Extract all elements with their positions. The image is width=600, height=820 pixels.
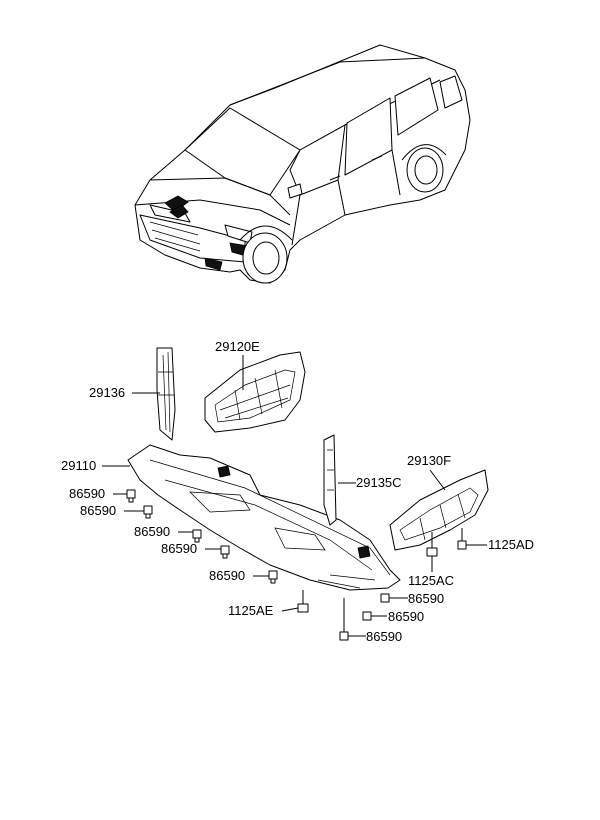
fastener-86590-c[interactable] [192, 529, 202, 543]
label-86590-b: 86590 [80, 503, 116, 518]
part-labels: 29120E 29136 29110 86590 86590 86590 865… [61, 339, 534, 644]
fastener-86590-e[interactable] [268, 570, 278, 584]
label-86590-e: 86590 [209, 568, 245, 583]
part-29120e[interactable] [204, 351, 306, 433]
fastener-1125ae[interactable] [297, 590, 309, 613]
fastener-86590-g[interactable] [362, 611, 372, 621]
label-1125ad: 1125AD [488, 537, 534, 552]
fastener-86590-b[interactable] [143, 505, 153, 519]
part-29130f[interactable] [389, 469, 489, 551]
label-1125ae: 1125AE [228, 603, 274, 618]
label-29135c: 29135C [356, 475, 402, 490]
fastener-86590-h[interactable] [339, 598, 349, 641]
part-29136[interactable] [156, 347, 176, 441]
leader-lines [102, 355, 487, 637]
fastener-1125ad[interactable] [457, 528, 467, 550]
vehicle-illustration [134, 44, 471, 284]
part-29110[interactable] [127, 444, 401, 591]
label-86590-f: 86590 [408, 591, 444, 606]
label-1125ac: 1125AC [408, 573, 454, 588]
label-29136: 29136 [89, 385, 125, 400]
part-29135c[interactable] [323, 434, 337, 526]
fastener-86590-f[interactable] [380, 593, 390, 603]
label-29110: 29110 [61, 458, 96, 473]
fastener-86590-d[interactable] [220, 545, 230, 559]
fastener-86590-a[interactable] [126, 489, 136, 503]
label-86590-g: 86590 [388, 609, 424, 624]
label-29130f: 29130F [407, 453, 451, 468]
label-86590-a: 86590 [69, 486, 105, 501]
label-29120e: 29120E [215, 339, 260, 354]
label-86590-h: 86590 [366, 629, 402, 644]
label-86590-d: 86590 [161, 541, 197, 556]
label-86590-c: 86590 [134, 524, 170, 539]
